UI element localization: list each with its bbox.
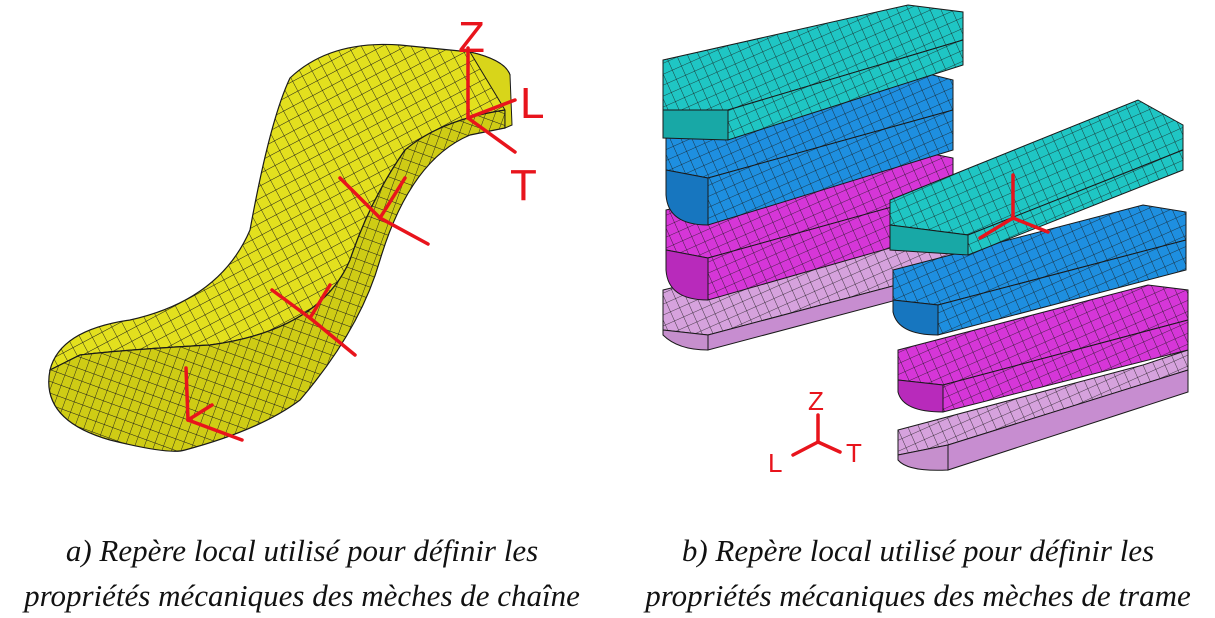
figure-a-caption: a) Repère local utilisé pour définir les… bbox=[22, 528, 582, 618]
figure-b-caption-line2: propriétés mécaniques des mèches de tram… bbox=[645, 578, 1191, 613]
local-frame-top bbox=[466, 46, 517, 154]
local-frame-middle bbox=[338, 176, 430, 246]
axis-label-l: L bbox=[520, 79, 544, 128]
axis-label-t: T bbox=[510, 161, 537, 210]
global-axis-label-l: L bbox=[768, 448, 782, 478]
global-axis-label-t: T bbox=[846, 438, 862, 468]
global-axis-label-z: Z bbox=[808, 386, 824, 416]
right-yarn-stack bbox=[889, 99, 1189, 471]
warp-yarn-mesh-diagram: Z L T bbox=[48, 13, 544, 452]
warp-yarn-body bbox=[48, 43, 513, 452]
figure-b-weft-yarns: Z L T b) Repère local utilisé pour défin… bbox=[608, 0, 1215, 613]
figure-a-caption-line2: propriétés mécaniques des mèches de chaî… bbox=[24, 578, 580, 613]
weft-yarn-mesh-diagram: Z L T bbox=[662, 4, 1189, 478]
figure-b-caption-line1: b) Repère local utilisé pour définir les bbox=[681, 533, 1155, 568]
figure-a-caption-line1: a) Repère local utilisé pour définir les bbox=[65, 533, 539, 568]
figure-a-warp-yarn: Z L T a) Repère local utilisé pour défin… bbox=[0, 0, 600, 613]
figure-b-caption: b) Repère local utilisé pour définir les… bbox=[638, 528, 1198, 618]
local-frame-lower bbox=[270, 283, 357, 357]
local-frame-bottom bbox=[184, 366, 244, 442]
left-yarn-stack bbox=[662, 4, 964, 351]
weft-local-frame bbox=[978, 173, 1050, 240]
global-frame: Z L T bbox=[768, 386, 862, 478]
axis-label-z: Z bbox=[458, 13, 485, 62]
